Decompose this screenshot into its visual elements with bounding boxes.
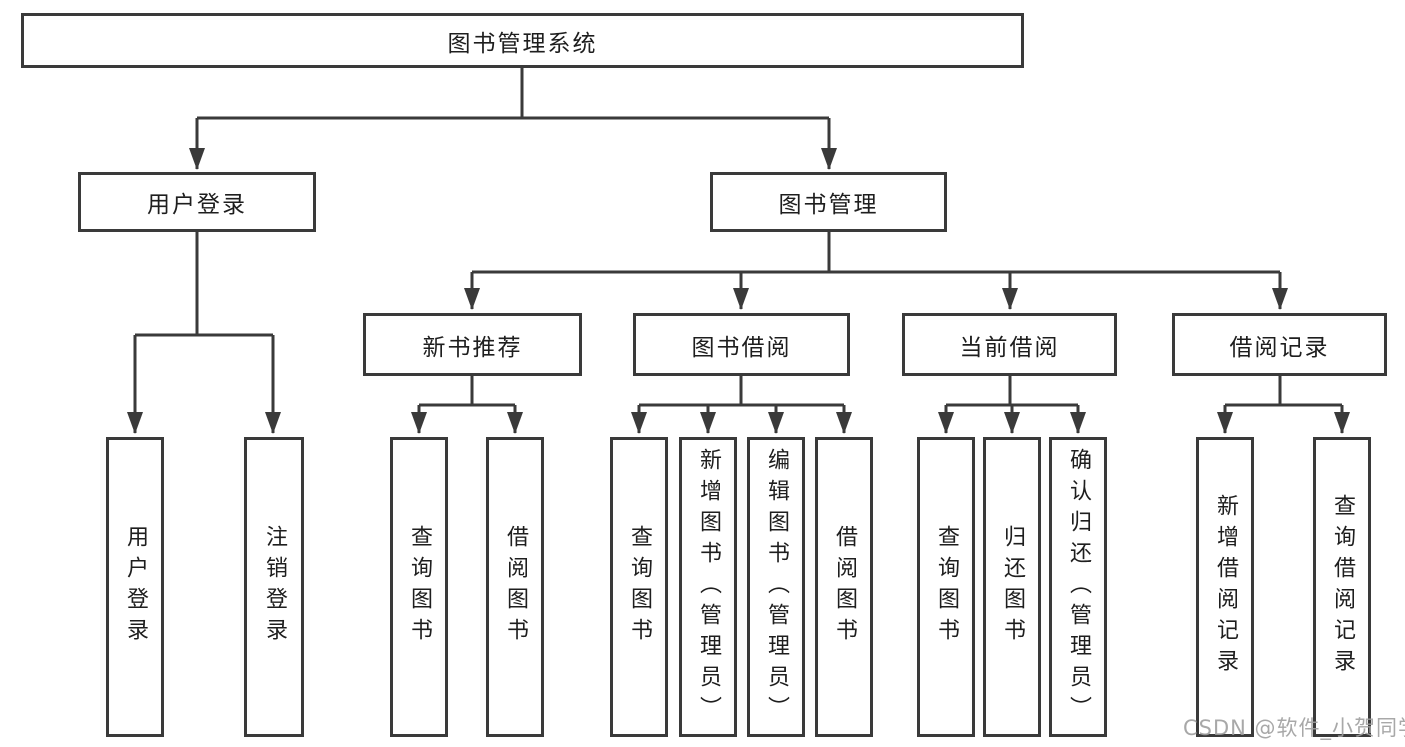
leaf-label: 查询图书	[627, 525, 652, 649]
leaf-label: 用户登录	[123, 525, 148, 649]
node-root-label: 图书管理系统	[447, 30, 598, 57]
leaf-user-login: 用户登录	[106, 437, 164, 737]
node-label: 当前借阅	[959, 334, 1060, 361]
leaf-add-borrow-record: 新增借阅记录	[1196, 437, 1254, 737]
leaf-edit-book-admin: 编辑图书（管理员）	[747, 437, 805, 737]
leaf-logout: 注销登录	[244, 437, 304, 737]
leaf-borrow-books-borrowing: 借阅图书	[815, 437, 873, 737]
node-user-login-module: 用户登录	[78, 172, 316, 232]
leaf-label: 归还图书	[1000, 525, 1025, 649]
leaf-confirm-return-admin: 确认归还（管理员）	[1049, 437, 1107, 737]
node-label: 图书借阅	[691, 334, 792, 361]
csdn-watermark: CSDN @软件_小贺同学	[1183, 716, 1405, 740]
leaf-label: 查询借阅记录	[1330, 494, 1355, 680]
leaf-label: 借阅图书	[832, 525, 857, 649]
leaf-borrow-books-newbook: 借阅图书	[486, 437, 544, 737]
leaf-label: 查询图书	[934, 525, 959, 649]
leaf-label: 新增借阅记录	[1213, 494, 1238, 680]
leaf-return-book: 归还图书	[983, 437, 1041, 737]
leaf-query-books-newbook: 查询图书	[390, 437, 448, 737]
leaf-label: 新增图书（管理员）	[696, 447, 721, 727]
node-book-management-module: 图书管理	[710, 172, 947, 232]
node-borrowing-records: 借阅记录	[1172, 313, 1387, 376]
node-label: 用户登录	[147, 192, 247, 218]
node-label: 借阅记录	[1229, 334, 1330, 361]
leaf-add-book-admin: 新增图书（管理员）	[679, 437, 737, 737]
node-current-borrowing: 当前借阅	[902, 313, 1117, 376]
leaf-query-books-borrowing: 查询图书	[610, 437, 668, 737]
leaf-label: 注销登录	[262, 525, 287, 649]
node-new-book-recommendation: 新书推荐	[363, 313, 582, 376]
leaf-label: 编辑图书（管理员）	[764, 447, 789, 727]
node-root-system: 图书管理系统	[21, 13, 1024, 68]
leaf-label: 借阅图书	[503, 525, 528, 649]
leaf-label: 查询图书	[407, 525, 432, 649]
leaf-query-borrow-record: 查询借阅记录	[1313, 437, 1371, 737]
node-label: 图书管理	[778, 192, 879, 218]
node-book-borrowing: 图书借阅	[633, 313, 850, 376]
node-label: 新书推荐	[422, 334, 523, 361]
leaf-query-books-current: 查询图书	[917, 437, 975, 737]
leaf-label: 确认归还（管理员）	[1066, 447, 1091, 727]
